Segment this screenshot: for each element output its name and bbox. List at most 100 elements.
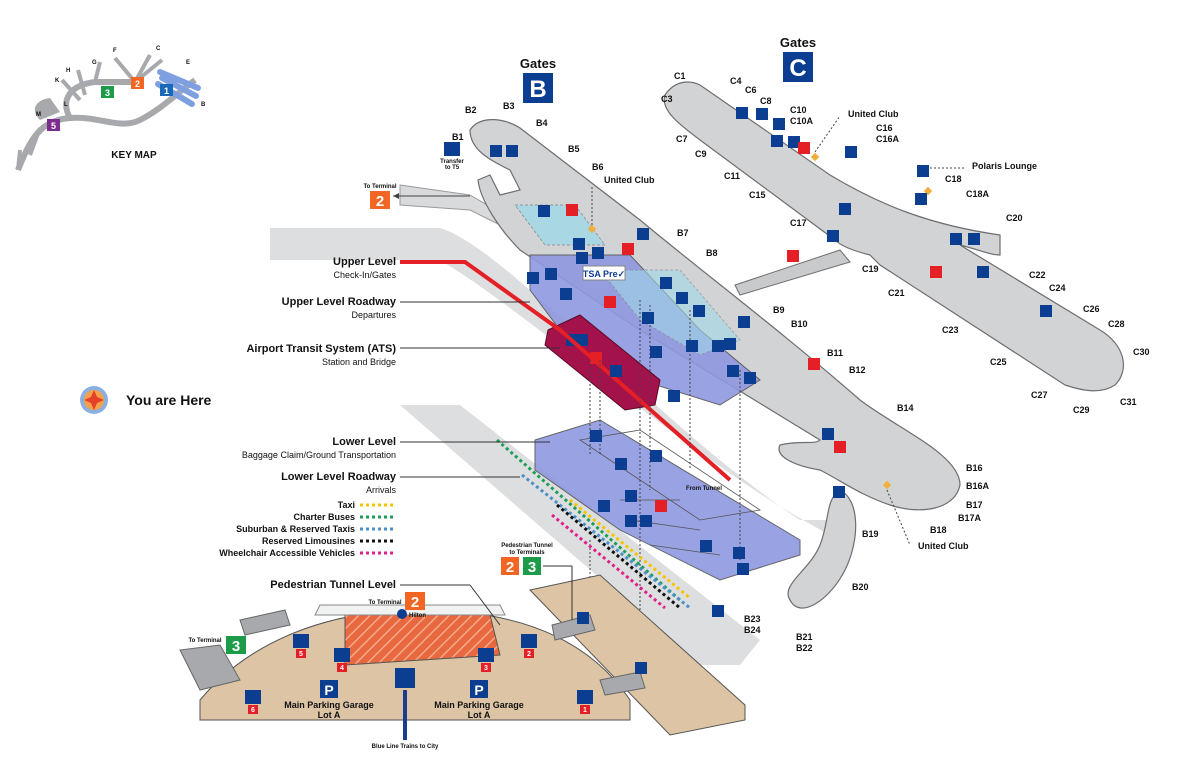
to-terminal-2-upper-text: To Terminal (363, 184, 396, 190)
gates-c-header: Gates C (780, 35, 816, 82)
amenity-icon (642, 312, 654, 324)
gate-label-c31: C31 (1120, 397, 1137, 407)
amenity-icon (724, 338, 736, 350)
amenity-icon (738, 316, 750, 328)
elevator-number-5: 5 (299, 651, 303, 658)
level-lower-subtitle: Baggage Claim/Ground Transportation (242, 450, 396, 460)
amenity-icon (700, 540, 712, 552)
garage-lot-right-line1: Main Parking Garage (434, 700, 524, 710)
gate-label-b5: B5 (568, 144, 580, 154)
lounge-united-club-b6: United Club (604, 175, 655, 185)
aed-heart-icon (655, 500, 667, 512)
amenity-icon (968, 233, 980, 245)
key-map[interactable]: 2 3 1 5 F C E G H B K L M KEY MAP (15, 46, 206, 172)
elevator-icon[interactable] (478, 648, 494, 662)
amenity-icon (1040, 305, 1052, 317)
to-terminal-2-upper[interactable]: To Terminal 2 (363, 184, 470, 210)
gate-label-b10: B10 (791, 319, 808, 329)
amenity-icon (771, 135, 783, 147)
elevator-icon[interactable] (245, 690, 261, 704)
key-map-letter-c: C (156, 46, 161, 52)
gate-label-c21: C21 (888, 288, 905, 298)
pedestrian-tunnel-label-line2: to Terminals (509, 550, 545, 556)
amenity-icon (712, 605, 724, 617)
gate-label-c29: C29 (1073, 405, 1090, 415)
elevator-icon[interactable] (577, 690, 593, 704)
lounge-polaris: Polaris Lounge (972, 161, 1037, 171)
gate-label-c1: C1 (674, 71, 686, 81)
garage-labels: To Terminal 2 To Terminal 3 Hilton P Mai… (188, 592, 524, 750)
gate-labels-c: C1C3C4C6C7C8C9C10C10AC11C15C16C16AC17C18… (661, 71, 1150, 415)
amenity-icon (845, 146, 857, 158)
pedestrian-tunnel-labels: Pedestrian Tunnel Level Pedestrian Tunne… (270, 543, 573, 626)
key-map-letter-m: M (36, 112, 41, 118)
upper-level[interactable] (514, 204, 761, 406)
level-ats-subtitle: Station and Bridge (322, 357, 396, 367)
gate-label-c17: C17 (790, 218, 807, 228)
transport-dot-lines (496, 438, 691, 610)
amenity-icon (736, 107, 748, 119)
amenity-icon (676, 292, 688, 304)
gate-label-c28: C28 (1108, 319, 1125, 329)
aed-heart-icon (798, 142, 810, 154)
aed-heart-icon (622, 243, 634, 255)
gate-label-b1: B1 (452, 132, 464, 142)
amenity-icon (737, 563, 749, 575)
amenity-icon (977, 266, 989, 278)
gate-label-b9: B9 (773, 305, 785, 315)
hilton-icon (397, 609, 407, 619)
amenity-icon (490, 145, 502, 157)
key-map-letter-e: E (186, 60, 190, 66)
garage-to-terminal-2-num: 2 (411, 594, 419, 611)
gate-label-b2: B2 (465, 105, 477, 115)
gate-label-c7: C7 (676, 134, 688, 144)
amenity-icon (637, 228, 649, 240)
lower-level[interactable] (534, 419, 801, 581)
amenity-icon (560, 288, 572, 300)
gate-label-c11: C11 (724, 171, 740, 181)
from-tunnel-label: From Tunnel (686, 486, 722, 492)
tsa-precheck-label: TSA Pre✓ (583, 269, 625, 279)
amenity-icon (538, 205, 550, 217)
amenity-icon (773, 118, 785, 130)
elevator-number-3: 3 (484, 665, 488, 672)
aed-heart-icon (808, 358, 820, 370)
key-map-letter-h: H (66, 68, 70, 74)
gate-label-b21: B21 (796, 632, 813, 642)
key-map-letter-b: B (201, 102, 206, 108)
elevator-icon[interactable] (334, 648, 350, 662)
lounge-united-club-c10: United Club (848, 109, 899, 119)
gates-b-heading: Gates (520, 56, 556, 71)
elevator-icon[interactable] (521, 634, 537, 648)
amenity-icon (635, 662, 647, 674)
parking-left-symbol: P (324, 682, 333, 698)
gate-label-b11: B11 (827, 348, 843, 358)
gate-label-c23: C23 (942, 325, 959, 335)
amenity-icon (915, 193, 927, 205)
gates-c-heading: Gates (780, 35, 816, 50)
amenity-icon (712, 340, 724, 352)
aed-heart-icon (787, 250, 799, 262)
amenity-icon (625, 490, 637, 502)
garage-to-terminal-3-text: To Terminal (188, 638, 221, 644)
gate-label-c10a: C10A (790, 116, 814, 126)
lounges: United Club United Club Polaris Lounge U… (587, 109, 1037, 551)
elevator-icon[interactable] (293, 634, 309, 648)
gate-label-c20: C20 (1006, 213, 1023, 223)
gate-label-b24: B24 (744, 625, 761, 635)
level-upper-title: Upper Level (333, 256, 396, 268)
amenity-icon (650, 346, 662, 358)
aed-heart-icon (604, 296, 616, 308)
gates-b-header: Gates B (520, 56, 556, 103)
key-map-letter-k: K (55, 78, 60, 84)
gate-label-c18a: C18A (966, 189, 990, 199)
amenity-icon (756, 108, 768, 120)
transfer-t5[interactable]: Transfer to T5 (440, 142, 464, 171)
gate-label-b19: B19 (862, 529, 879, 539)
gate-label-c16: C16 (876, 123, 893, 133)
amenity-icon (727, 365, 739, 377)
gate-label-c19: C19 (862, 264, 879, 274)
hilton-label: Hilton (409, 613, 426, 619)
